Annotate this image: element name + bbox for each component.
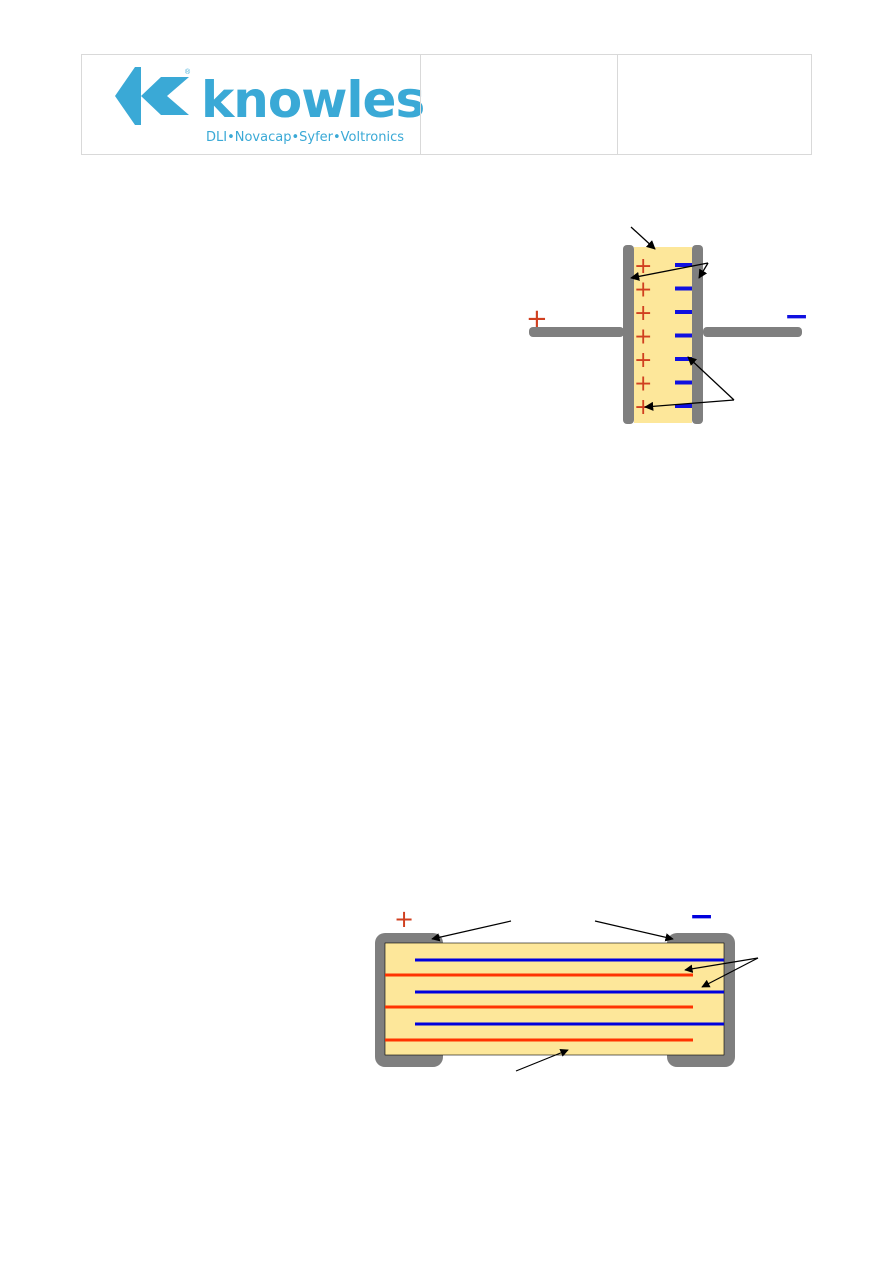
ceramic-body <box>384 942 725 1056</box>
knowles-logo: knowles ® DLI•Novacap•Syfer•Voltronics <box>115 65 425 149</box>
header-table: knowles ® DLI•Novacap•Syfer•Voltronics <box>81 54 812 155</box>
negative-charge <box>675 333 692 338</box>
electrode-pointer-arrow <box>684 957 759 973</box>
header-divider <box>617 55 618 154</box>
logo-wordmark: knowles <box>201 71 425 129</box>
knowles-chevron-icon <box>115 67 189 125</box>
electrode-pointer-arrow <box>701 957 759 988</box>
termination-pointer-arrow <box>431 920 512 942</box>
positive-charge: + <box>634 348 652 373</box>
right-lead <box>703 327 802 337</box>
negative-charge <box>675 404 692 408</box>
right-plate <box>692 245 703 424</box>
plate-pointer-arrow <box>630 262 709 281</box>
charge-pointer-arrow <box>644 399 735 411</box>
positive-terminal-symbol: + <box>526 304 548 334</box>
negative-terminal-symbol: − <box>689 905 714 934</box>
left-plate <box>623 245 634 424</box>
logo-tagline: DLI•Novacap•Syfer•Voltronics <box>206 130 404 145</box>
negative-charge <box>675 263 692 267</box>
plate-capacitor-diagram: + − +++++++ <box>526 226 809 424</box>
negative-charge <box>675 380 692 385</box>
header-divider <box>420 55 421 154</box>
positive-charge: + <box>634 372 652 397</box>
positive-charge: + <box>634 325 652 350</box>
plate-pointer-arrow <box>698 262 709 279</box>
mlcc-cross-section-diagram: + − <box>375 905 759 1072</box>
positive-charge: + <box>634 278 652 303</box>
negative-charge <box>675 310 692 314</box>
termination-pointer-arrow <box>594 920 674 942</box>
positive-charge: + <box>634 301 652 326</box>
dielectric-pointer-arrow <box>630 226 656 250</box>
negative-terminal-symbol: − <box>784 299 809 334</box>
dielectric-pointer-arrow <box>515 1048 569 1072</box>
plate-charges: +++++++ <box>634 254 692 420</box>
left-lead <box>529 327 624 337</box>
internal-electrodes <box>385 958 724 1042</box>
negative-charge <box>675 286 692 291</box>
logo-registered-mark: ® <box>185 69 191 76</box>
charge-pointer-arrow <box>687 356 735 401</box>
positive-terminal-symbol: + <box>394 905 414 933</box>
negative-charge <box>675 357 692 361</box>
positive-charge: + <box>634 395 652 420</box>
